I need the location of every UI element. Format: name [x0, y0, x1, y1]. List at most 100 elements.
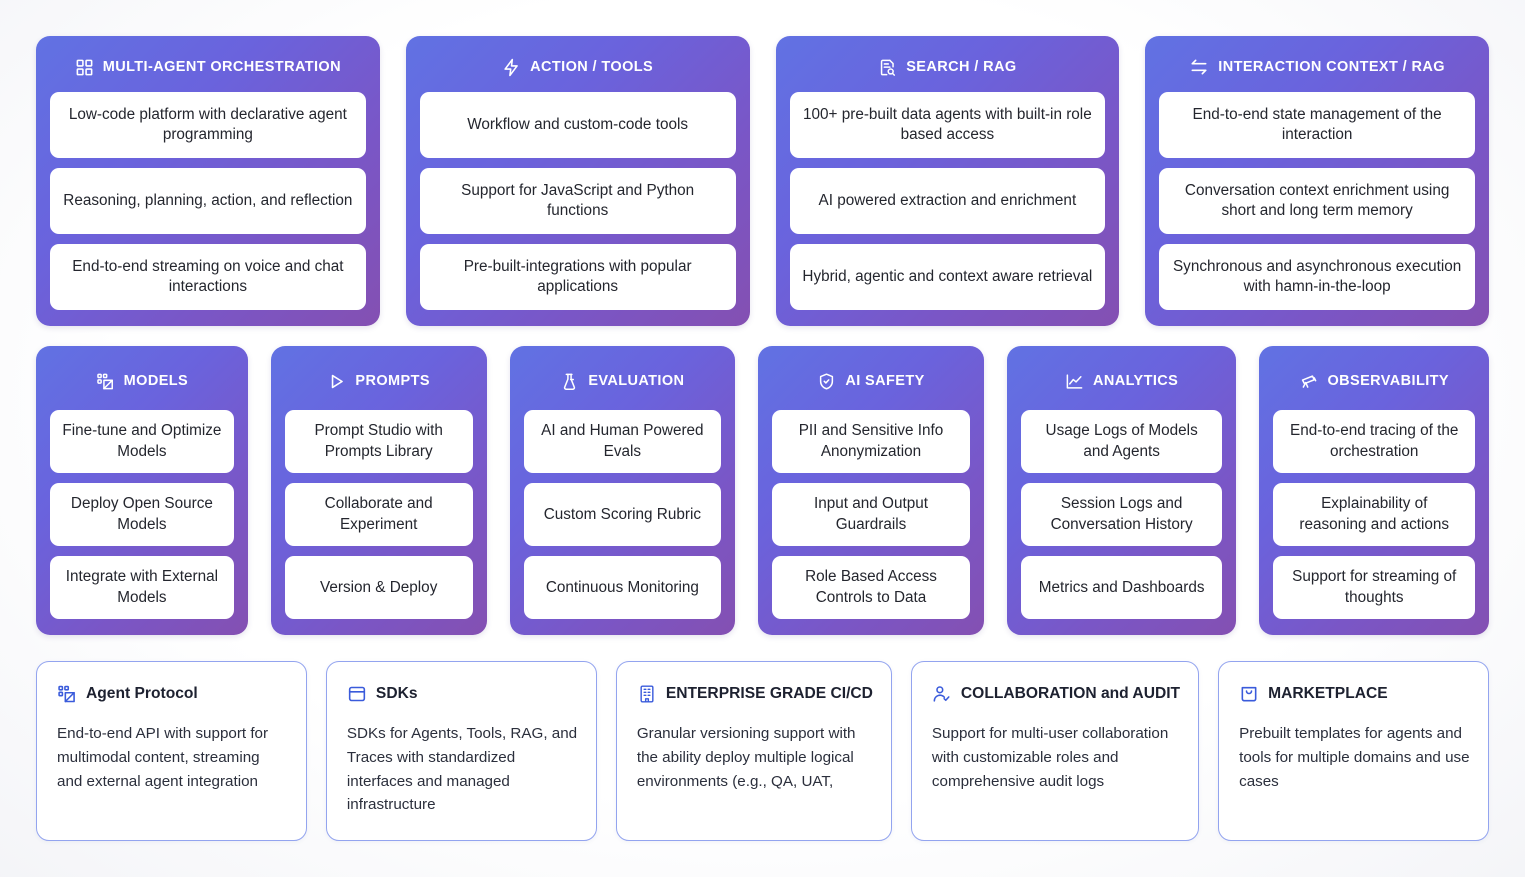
- card-item-list: 100+ pre-built data agents with built-in…: [789, 92, 1106, 310]
- card-search-rag[interactable]: SEARCH / RAG 100+ pre-built data agents …: [775, 36, 1120, 326]
- list-item[interactable]: Continuous Monitoring: [523, 556, 722, 620]
- list-item[interactable]: Workflow and custom-code tools: [419, 92, 736, 158]
- card-title: ENTERPRISE GRADE CI/CD: [665, 685, 873, 703]
- card-header: COLLABORATION and AUDIT: [932, 684, 1180, 704]
- list-item[interactable]: Metrics and Dashboards: [1020, 556, 1223, 620]
- list-item[interactable]: Low-code platform with declarative agent…: [50, 92, 366, 158]
- card-title: EVALUATION: [588, 373, 685, 389]
- feature-row-primary: MULTI-AGENT ORCHESTRATION Low-code platf…: [36, 36, 1489, 326]
- card-multi-agent-orchestration[interactable]: MULTI-AGENT ORCHESTRATION Low-code platf…: [36, 36, 380, 326]
- list-item[interactable]: Support for JavaScript and Python functi…: [419, 168, 736, 234]
- card-title: SDKs: [375, 685, 418, 703]
- card-item-list: PII and Sensitive Info Anonymization Inp…: [772, 410, 970, 620]
- panel-icon: [347, 684, 367, 704]
- card-title: SEARCH / RAG: [906, 59, 1017, 75]
- card-title: Agent Protocol: [86, 685, 198, 703]
- user-check-icon: [932, 684, 952, 704]
- card-description: Prebuilt templates for agents and tools …: [1239, 725, 1470, 790]
- list-item[interactable]: Input and Output Guardrails: [772, 483, 970, 547]
- card-header: MULTI-AGENT ORCHESTRATION: [50, 52, 366, 82]
- card-title: PROMPTS: [355, 373, 430, 389]
- card-header: MODELS: [50, 362, 234, 400]
- play-outline-icon: [327, 372, 346, 391]
- card-prompts[interactable]: PROMPTS Prompt Studio with Prompts Libra…: [270, 346, 487, 636]
- card-header: MARKETPLACE: [1239, 684, 1470, 704]
- list-item[interactable]: AI powered extraction and enrichment: [789, 168, 1106, 234]
- card-header: EVALUATION: [524, 362, 722, 400]
- model-nodes-icon: [57, 684, 77, 704]
- list-item[interactable]: Session Logs and Conversation History: [1020, 483, 1223, 547]
- list-item[interactable]: Deploy Open Source Models: [50, 483, 234, 547]
- card-item-list: End-to-end tracing of the orchestration …: [1273, 410, 1476, 620]
- card-item-list: End-to-end state management of the inter…: [1159, 92, 1475, 310]
- building-icon: [637, 684, 657, 704]
- line-chart-icon: [1065, 372, 1084, 391]
- list-item[interactable]: Reasoning, planning, action, and reflect…: [50, 168, 366, 234]
- card-title: COLLABORATION and AUDIT: [960, 685, 1181, 703]
- card-header: ENTERPRISE GRADE CI/CD: [637, 684, 873, 704]
- card-evaluation[interactable]: EVALUATION AI and Human Powered Evals Cu…: [509, 346, 736, 636]
- card-agent-protocol[interactable]: Agent Protocol End-to-end API with suppo…: [36, 661, 307, 841]
- list-item[interactable]: End-to-end state management of the inter…: [1159, 92, 1475, 158]
- card-item-list: Usage Logs of Models and Agents Session …: [1020, 410, 1223, 620]
- card-item-list: AI and Human Powered Evals Custom Scorin…: [523, 410, 722, 620]
- card-item-list: Low-code platform with declarative agent…: [50, 92, 366, 310]
- list-item[interactable]: Synchronous and asynchronous execution w…: [1159, 244, 1475, 310]
- list-item[interactable]: PII and Sensitive Info Anonymization: [772, 410, 970, 474]
- list-item[interactable]: Integrate with External Models: [50, 556, 234, 620]
- grid-2x2-icon: [75, 58, 94, 77]
- card-header: Agent Protocol: [57, 684, 288, 704]
- card-header: SDKs: [347, 684, 578, 704]
- card-title: OBSERVABILITY: [1327, 373, 1449, 389]
- card-header: SEARCH / RAG: [790, 52, 1106, 82]
- list-item[interactable]: Prompt Studio with Prompts Library: [284, 410, 473, 474]
- list-item[interactable]: Pre-built-integrations with popular appl…: [419, 244, 736, 310]
- list-item[interactable]: Role Based Access Controls to Data: [772, 556, 970, 620]
- card-description: Granular versioning support with the abi…: [636, 725, 856, 790]
- list-item[interactable]: Hybrid, agentic and context aware retrie…: [789, 244, 1106, 310]
- card-interaction-context-rag[interactable]: INTERACTION CONTEXT / RAG End-to-end sta…: [1145, 36, 1489, 326]
- card-description: SDKs for Agents, Tools, RAG, and Traces …: [346, 725, 578, 814]
- list-item[interactable]: End-to-end tracing of the orchestration: [1273, 410, 1476, 474]
- card-item-list: Prompt Studio with Prompts Library Colla…: [284, 410, 473, 620]
- zap-icon: [502, 58, 521, 77]
- card-title: MARKETPLACE: [1268, 685, 1388, 703]
- card-title: MODELS: [123, 373, 189, 389]
- card-analytics[interactable]: ANALYTICS Usage Logs of Models and Agent…: [1006, 346, 1237, 636]
- list-item[interactable]: 100+ pre-built data agents with built-in…: [789, 92, 1106, 158]
- feature-row-secondary: MODELS Fine-tune and Optimize Models Dep…: [36, 346, 1490, 636]
- list-item[interactable]: AI and Human Powered Evals: [523, 410, 722, 474]
- card-header: INTERACTION CONTEXT / RAG: [1159, 52, 1475, 82]
- card-enterprise-grade-cicd[interactable]: ENTERPRISE GRADE CI/CD Granular versioni…: [615, 661, 892, 841]
- card-ai-safety[interactable]: AI SAFETY PII and Sensitive Info Anonymi…: [758, 346, 984, 636]
- card-sdks[interactable]: SDKs SDKs for Agents, Tools, RAG, and Tr…: [325, 661, 597, 841]
- card-collaboration-and-audit[interactable]: COLLABORATION and AUDIT Support for mult…: [910, 661, 1200, 841]
- card-description: End-to-end API with support for multimod…: [57, 725, 269, 790]
- list-item[interactable]: Collaborate and Experiment: [284, 483, 473, 547]
- document-search-icon: [878, 58, 897, 77]
- list-item[interactable]: End-to-end streaming on voice and chat i…: [50, 244, 366, 310]
- shield-check-icon: [817, 372, 836, 391]
- card-item-list: Workflow and custom-code tools Support f…: [419, 92, 736, 310]
- list-item[interactable]: Custom Scoring Rubric: [523, 483, 722, 547]
- flask-eval-icon: [560, 372, 579, 391]
- card-title: ACTION / TOOLS: [530, 59, 654, 75]
- list-item[interactable]: Fine-tune and Optimize Models: [50, 410, 234, 474]
- list-item[interactable]: Usage Logs of Models and Agents: [1020, 410, 1223, 474]
- exchange-arrows-icon: [1189, 57, 1209, 77]
- card-models[interactable]: MODELS Fine-tune and Optimize Models Dep…: [36, 346, 248, 636]
- list-item[interactable]: Conversation context enrichment using sh…: [1159, 168, 1475, 234]
- card-observability[interactable]: OBSERVABILITY End-to-end tracing of the …: [1259, 346, 1490, 636]
- telescope-icon: [1299, 372, 1318, 391]
- card-header: ACTION / TOOLS: [420, 52, 736, 82]
- card-item-list: Fine-tune and Optimize Models Deploy Ope…: [50, 410, 234, 620]
- list-item[interactable]: Support for streaming of thoughts: [1273, 556, 1476, 620]
- card-header: OBSERVABILITY: [1273, 362, 1475, 400]
- shopping-bag-icon: [1239, 684, 1259, 704]
- card-marketplace[interactable]: MARKETPLACE Prebuilt templates for agent…: [1218, 661, 1490, 841]
- card-title: ANALYTICS: [1093, 373, 1179, 389]
- card-action-tools[interactable]: ACTION / TOOLS Workflow and custom-code …: [405, 36, 750, 326]
- card-header: ANALYTICS: [1021, 362, 1223, 400]
- list-item[interactable]: Version & Deploy: [284, 556, 473, 620]
- list-item[interactable]: Explainability of reasoning and actions: [1273, 483, 1476, 547]
